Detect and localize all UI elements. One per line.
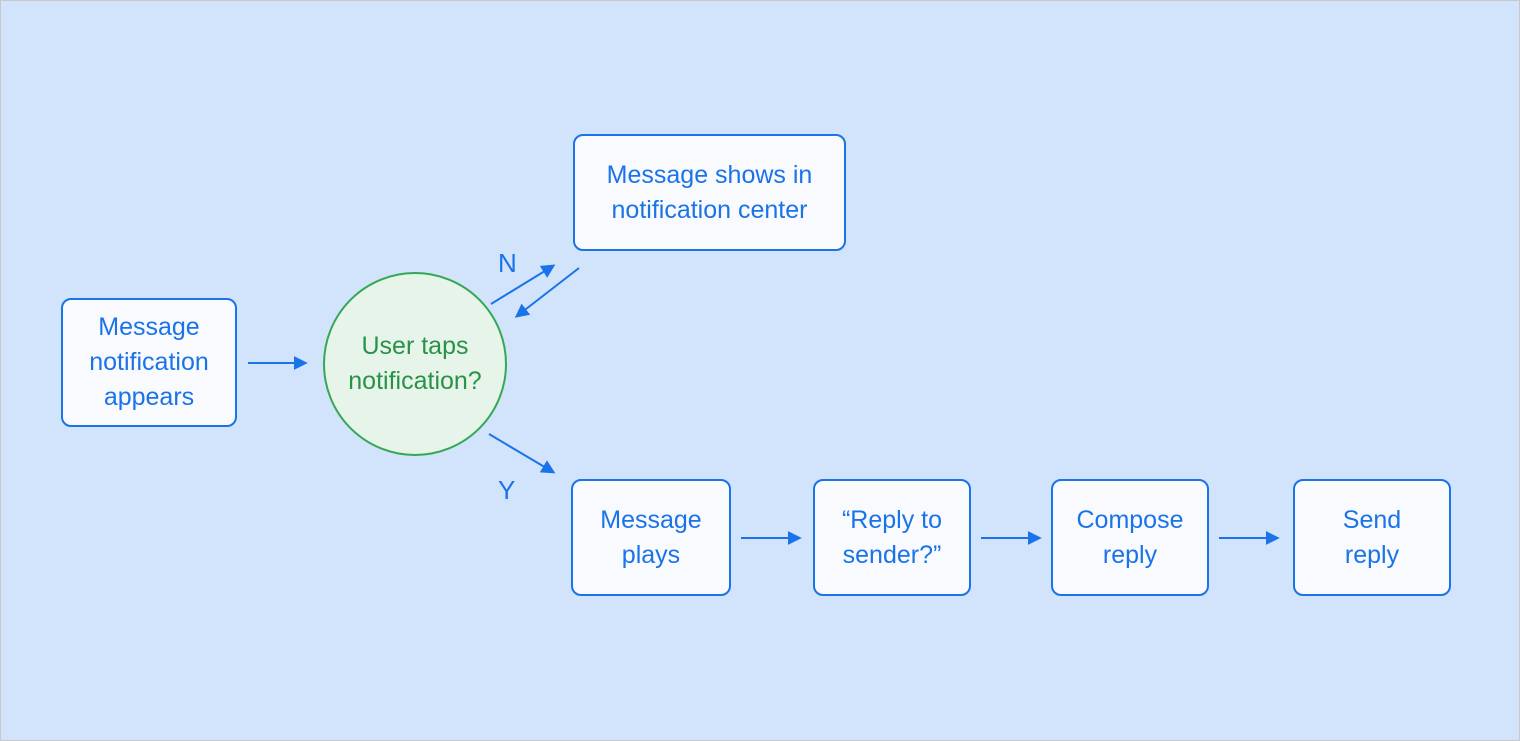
node-message-shows-in-notification-center: Message shows in notification center xyxy=(573,134,846,251)
node-message-plays: Message plays xyxy=(571,479,731,596)
node-user-taps-notification-decision: User taps notification? xyxy=(323,272,507,456)
edge-decision-to-message-plays xyxy=(488,433,556,474)
node-message-notification-appears-label: Message notification appears xyxy=(89,313,209,411)
node-user-taps-notification-label: User taps notification? xyxy=(348,332,482,395)
node-compose-reply-label: Compose reply xyxy=(1076,505,1184,569)
edge-label-yes: Y xyxy=(498,475,516,505)
node-send-reply: Send reply xyxy=(1293,479,1451,596)
node-reply-to-sender-label: “Reply to sender?” xyxy=(841,505,943,569)
node-send-reply-label: Send reply xyxy=(1342,505,1402,569)
node-message-plays-label: Message plays xyxy=(600,505,702,569)
node-compose-reply: Compose reply xyxy=(1051,479,1209,596)
edge-label-no: N xyxy=(498,248,517,278)
node-message-notification-appears: Message notification appears xyxy=(61,298,237,427)
node-message-shows-in-notification-center-label: Message shows in notification center xyxy=(606,160,813,224)
edge-notification-center-to-decision xyxy=(514,267,580,318)
node-reply-to-sender: “Reply to sender?” xyxy=(813,479,971,596)
